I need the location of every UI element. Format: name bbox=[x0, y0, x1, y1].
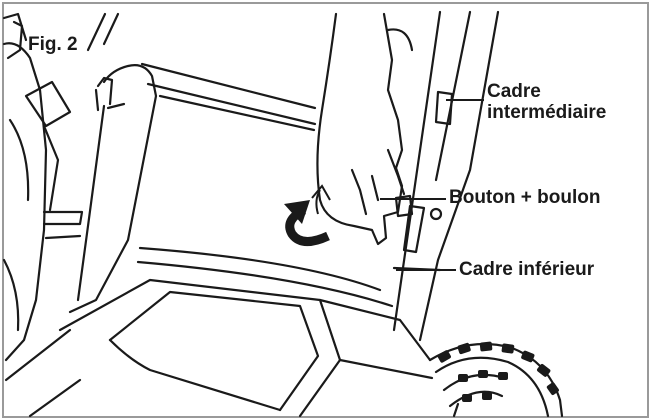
callout-cadre-inferieur: Cadre inférieur bbox=[459, 259, 595, 280]
leader-lines bbox=[380, 99, 484, 271]
handle-frame bbox=[392, 10, 500, 342]
callout-cadre-intermediaire-line2: intermédiaire bbox=[487, 102, 607, 124]
figure-label: Fig. 2 bbox=[28, 34, 78, 55]
callout-cadre-intermediaire: Cadre intermédiaire bbox=[487, 81, 606, 124]
bolt-head bbox=[429, 207, 443, 221]
left-latch bbox=[42, 64, 158, 314]
callout-bouton-boulon: Bouton + boulon bbox=[449, 187, 601, 208]
hand bbox=[316, 12, 414, 246]
motor-housing bbox=[2, 12, 72, 362]
background-bars bbox=[86, 12, 317, 132]
rotation-arrow-icon bbox=[284, 184, 331, 246]
knob-bolt-assembly bbox=[394, 194, 443, 221]
wheel-tread bbox=[437, 341, 559, 402]
deck-body bbox=[4, 246, 434, 418]
callout-cadre-intermediaire-line1: Cadre bbox=[487, 81, 541, 102]
